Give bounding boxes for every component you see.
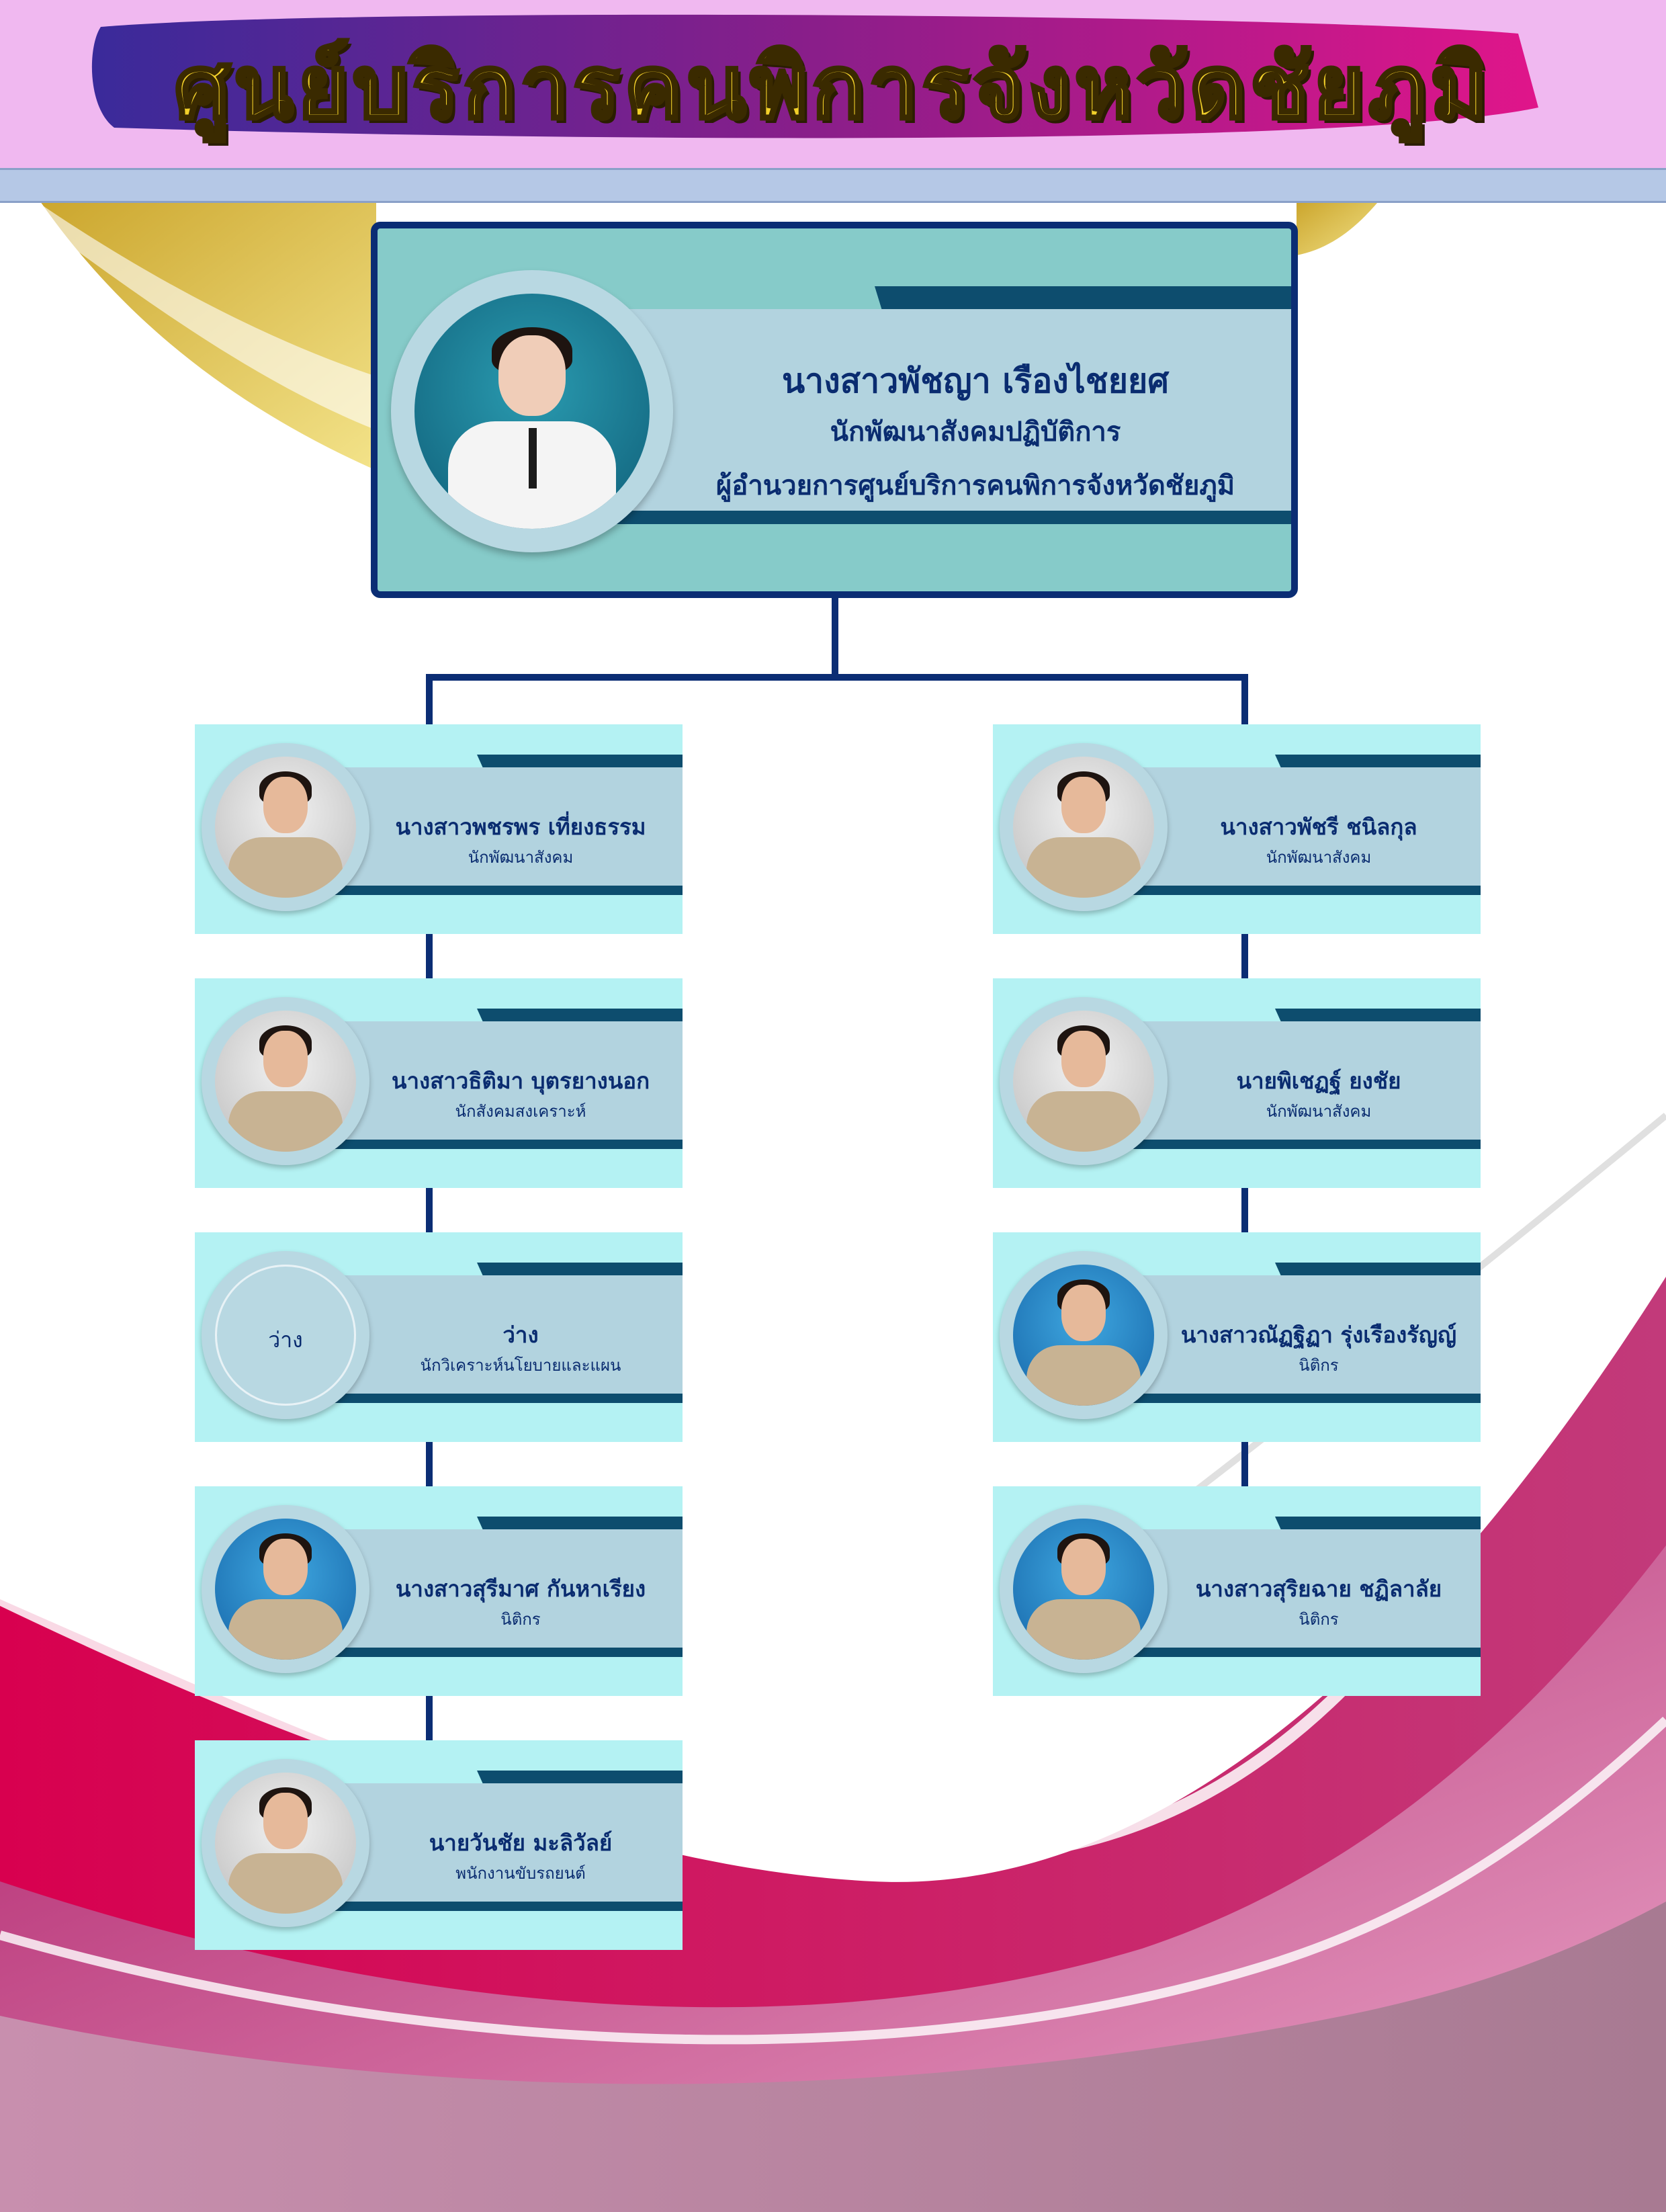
- staff-card: นายพิเชฏฐ์ ยงชัย นักพัฒนาสังคม: [993, 978, 1481, 1188]
- card-band-bottom: [316, 1394, 683, 1403]
- staff-photo: [1013, 1265, 1154, 1406]
- staff-card: นางสาวสุริยฉาย ชฏิลาลัย นิติกร: [993, 1486, 1481, 1696]
- staff-card: นางสาวสุรีมาศ กันหาเรียง นิติกร: [195, 1486, 683, 1696]
- card-band-bottom: [1114, 1140, 1481, 1149]
- connector-right-2: [1241, 1188, 1248, 1232]
- connector-right-top: [1241, 674, 1248, 726]
- director-name: นางสาวพัชญา เรืองไชยยศ: [781, 361, 1170, 400]
- card-info-panel: [316, 1783, 683, 1904]
- staff-name: นางสาวสุรีมาศ กันหาเรียง: [395, 1576, 646, 1602]
- staff-photo: [215, 757, 356, 898]
- connector-left-top: [426, 674, 433, 726]
- vacant-photo-label: ว่าง: [268, 1327, 303, 1353]
- staff-position: พนักงานขับรถยนต์: [455, 1864, 586, 1883]
- card-info-panel: [316, 1529, 683, 1650]
- director-photo: [414, 294, 650, 529]
- brush-stroke-graphic: [91, 14, 1539, 138]
- card-info-panel: [316, 767, 683, 888]
- staff-position: นักพัฒนาสังคม: [1266, 848, 1372, 867]
- header-band: [0, 168, 1666, 203]
- page-title: ศูนย์บริการคนพิการจังหวัดชัยภูมิ: [173, 35, 1492, 140]
- card-band-bottom: [316, 1140, 683, 1149]
- connector-left-3: [426, 1442, 433, 1486]
- staff-name: นางสาวพัชรี ชนิลกุล: [1220, 814, 1417, 840]
- staff-position: นักพัฒนาสังคม: [1266, 1102, 1372, 1121]
- card-band-bottom: [316, 886, 683, 895]
- connector-left-1: [426, 934, 433, 978]
- staff-position: นักวิเคราะห์นโยบายและแผน: [420, 1356, 621, 1375]
- card-band-bottom: [1114, 1648, 1481, 1657]
- director-info-panel: [579, 309, 1291, 511]
- staff-position: นิติกร: [1299, 1610, 1339, 1629]
- card-band-bottom: [1114, 1394, 1481, 1403]
- card-info-panel: [1114, 1275, 1481, 1396]
- staff-name: นางสาวสุริยฉาย ชฏิลาลัย: [1195, 1576, 1442, 1602]
- staff-name: นางสาวพชรพร เที่ยงธรรม: [395, 814, 646, 840]
- card-info-panel: [316, 1275, 683, 1396]
- staff-photo: [215, 1519, 356, 1660]
- staff-position: นิติกร: [1299, 1356, 1339, 1375]
- staff-position: นักสังคมสงเคราะห์: [455, 1102, 586, 1121]
- connector-right-3: [1241, 1442, 1248, 1486]
- card-info-panel: [1114, 1021, 1481, 1142]
- staff-position: นักพัฒนาสังคม: [468, 848, 574, 867]
- connector-director-down: [832, 598, 838, 679]
- staff-photo: [1013, 1519, 1154, 1660]
- connector-right-1: [1241, 934, 1248, 978]
- staff-position: นิติกร: [500, 1610, 541, 1629]
- connector-left-4: [426, 1696, 433, 1740]
- staff-card-vacant: ว่าง ว่าง นักวิเคราะห์นโยบายและแผน: [195, 1232, 683, 1442]
- staff-photo: [215, 1773, 356, 1914]
- staff-name: ว่าง: [502, 1322, 539, 1348]
- staff-card: นางสาวณัฏฐิฏา รุ่งเรืองรัญญ์ นิติกร: [993, 1232, 1481, 1442]
- staff-photo: [215, 1011, 356, 1152]
- connector-left-2: [426, 1188, 433, 1232]
- card-band-bottom: [316, 1902, 683, 1911]
- director-position: นักพัฒนาสังคมปฏิบัติการ: [830, 417, 1121, 448]
- card-band-bottom: [1114, 886, 1481, 895]
- director-band-bottom: [579, 511, 1291, 524]
- staff-name: นายวันชัย มะลิวัลย์: [429, 1830, 613, 1856]
- staff-card: นายวันชัย มะลิวัลย์ พนักงานขับรถยนต์: [195, 1740, 683, 1950]
- staff-card: นางสาวพัชรี ชนิลกุล นักพัฒนาสังคม: [993, 724, 1481, 934]
- director-role: ผู้อำนวยการศูนย์บริการคนพิการจังหวัดชัยภ…: [715, 470, 1235, 501]
- staff-card: นางสาวธิติมา บุตรยางนอก นักสังคมสงเคราะห…: [195, 978, 683, 1188]
- staff-name: นางสาวธิติมา บุตรยางนอก: [391, 1068, 650, 1094]
- staff-card: นางสาวพชรพร เที่ยงธรรม นักพัฒนาสังคม: [195, 724, 683, 934]
- staff-photo: [1013, 1011, 1154, 1152]
- card-info-panel: [1114, 767, 1481, 888]
- card-band-bottom: [316, 1648, 683, 1657]
- card-info-panel: [1114, 1529, 1481, 1650]
- staff-photo: [1013, 757, 1154, 898]
- connector-horizontal: [426, 674, 1248, 681]
- empty-photo-placeholder: [215, 1265, 356, 1406]
- staff-name: นางสาวณัฏฐิฏา รุ่งเรืองรัญญ์: [1180, 1322, 1457, 1348]
- director-card: นางสาวพัชญา เรืองไชยยศ นักพัฒนาสังคมปฏิบ…: [371, 222, 1298, 598]
- card-info-panel: [316, 1021, 683, 1142]
- staff-name: นายพิเชฏฐ์ ยงชัย: [1236, 1068, 1401, 1094]
